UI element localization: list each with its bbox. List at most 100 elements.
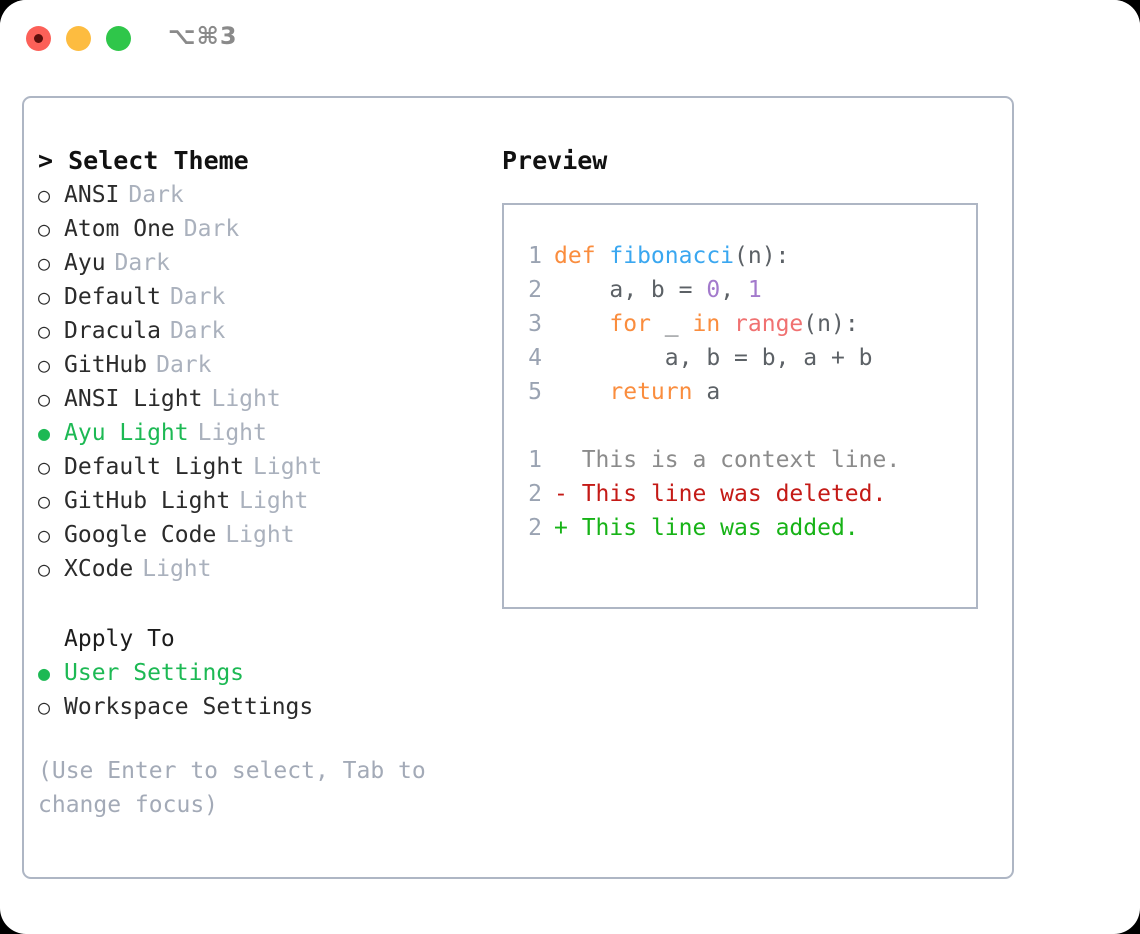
- theme-option-ayu[interactable]: ○ Ayu Dark: [38, 246, 468, 280]
- code-line: 5 return a: [520, 375, 900, 409]
- code-token: [720, 311, 734, 337]
- theme-option-xcode[interactable]: ○ XCode Light: [38, 552, 468, 586]
- diff-line: 2 + This line was added.: [520, 511, 900, 545]
- line-number: 4: [528, 345, 542, 371]
- code-token: (n):: [803, 311, 859, 337]
- code-token: a, b = b, a + b: [554, 345, 873, 371]
- keyboard-shortcut-label: ⌥⌘3: [168, 22, 238, 50]
- diff-text: This is a context line.: [581, 447, 901, 473]
- record-indicator-icon: [34, 34, 43, 43]
- option-label: XCode: [64, 556, 134, 582]
- title-bar: ⌥⌘3: [0, 0, 1140, 78]
- option-variant-label: Dark: [128, 182, 184, 208]
- option-label: Workspace Settings: [64, 694, 314, 720]
- radio-unselected-icon: ○: [38, 455, 51, 479]
- radio-unselected-icon: ○: [38, 489, 51, 513]
- apply-to-list: ● User Settings ○ Workspace Settings: [38, 656, 468, 724]
- diff-text: This line was deleted.: [581, 481, 887, 507]
- theme-option-github-light[interactable]: ○ GitHub Light Light: [38, 484, 468, 518]
- option-label: Default Light: [64, 454, 245, 480]
- theme-option-default-light[interactable]: ○ Default Light Light: [38, 450, 468, 484]
- code-line: 3 for _ in range(n):: [520, 307, 900, 341]
- theme-option-atom-one[interactable]: ○ Atom One Dark: [38, 212, 468, 246]
- option-variant-label: Dark: [169, 318, 226, 344]
- line-number: 1: [528, 243, 542, 269]
- maximize-button[interactable]: [106, 26, 131, 51]
- code-token: return: [609, 379, 693, 405]
- radio-unselected-icon: ○: [38, 523, 51, 547]
- code-token: [554, 311, 609, 337]
- close-button[interactable]: [26, 26, 51, 51]
- code-blank-line: [520, 409, 900, 443]
- radio-unselected-icon: ○: [38, 217, 51, 241]
- diff-text: This line was added.: [581, 515, 859, 541]
- option-label: Dracula: [64, 318, 161, 344]
- option-label: Ayu: [64, 250, 106, 276]
- keyboard-hint-text: (Use Enter to select, Tab to change focu…: [38, 758, 440, 818]
- code-line: 1 def fibonacci(n):: [520, 239, 900, 273]
- apply-option-workspace-settings[interactable]: ○ Workspace Settings: [38, 690, 468, 724]
- option-label: Google Code: [64, 522, 217, 548]
- code-token: 1: [747, 277, 762, 303]
- option-label: Default: [64, 284, 161, 310]
- line-number: 2: [528, 277, 542, 303]
- code-token: range: [734, 311, 804, 337]
- code-token: def: [554, 243, 610, 269]
- option-variant-label: Light: [142, 556, 212, 582]
- option-variant-label: Dark: [169, 284, 226, 310]
- spacer: [38, 724, 468, 754]
- minimize-button[interactable]: [66, 26, 91, 51]
- diff-line: 1 This is a context line.: [520, 443, 900, 477]
- code-token: a, b =: [554, 277, 707, 303]
- option-variant-label: Light: [239, 488, 309, 514]
- preview-title: Preview: [502, 146, 608, 175]
- line-number: 1: [528, 447, 542, 473]
- theme-option-google-code[interactable]: ○ Google Code Light: [38, 518, 468, 552]
- option-variant-label: Light: [225, 522, 295, 548]
- option-label: Atom One: [64, 216, 175, 242]
- line-number: 2: [528, 481, 542, 507]
- option-variant-label: Light: [197, 420, 267, 446]
- radio-unselected-icon: ○: [38, 557, 51, 581]
- spacer: [38, 586, 468, 622]
- radio-unselected-icon: ○: [38, 353, 51, 377]
- code-token: fibonacci: [609, 243, 735, 269]
- code-token: for: [609, 311, 651, 337]
- option-variant-label: Dark: [183, 216, 240, 242]
- radio-unselected-icon: ○: [38, 251, 51, 275]
- option-variant-label: Light: [253, 454, 323, 480]
- option-label: ANSI Light: [64, 386, 203, 412]
- radio-unselected-icon: ○: [38, 183, 51, 207]
- option-label: GitHub Light: [64, 488, 231, 514]
- option-label: User Settings: [64, 660, 245, 686]
- diff-marker: [554, 447, 582, 473]
- code-token: (n):: [734, 243, 790, 269]
- line-number: 5: [528, 379, 542, 405]
- option-variant-label: Light: [211, 386, 281, 412]
- option-label: Ayu Light: [64, 420, 189, 446]
- code-token: in: [692, 311, 721, 337]
- apply-to-label: Apply To: [64, 626, 175, 652]
- theme-option-ansi[interactable]: ○ ANSI Dark: [38, 178, 468, 212]
- apply-option-user-settings[interactable]: ● User Settings: [38, 656, 468, 690]
- diff-marker: +: [554, 515, 582, 541]
- theme-picker-header: > Select Theme: [38, 146, 249, 175]
- code-token: a: [692, 379, 721, 405]
- radio-selected-icon: ●: [38, 661, 51, 685]
- radio-unselected-icon: ○: [38, 695, 51, 719]
- code-line: 2 a, b = 0, 1: [520, 273, 900, 307]
- option-label: ANSI: [64, 182, 120, 208]
- line-number: 2: [528, 515, 542, 541]
- option-variant-label: Dark: [114, 250, 170, 276]
